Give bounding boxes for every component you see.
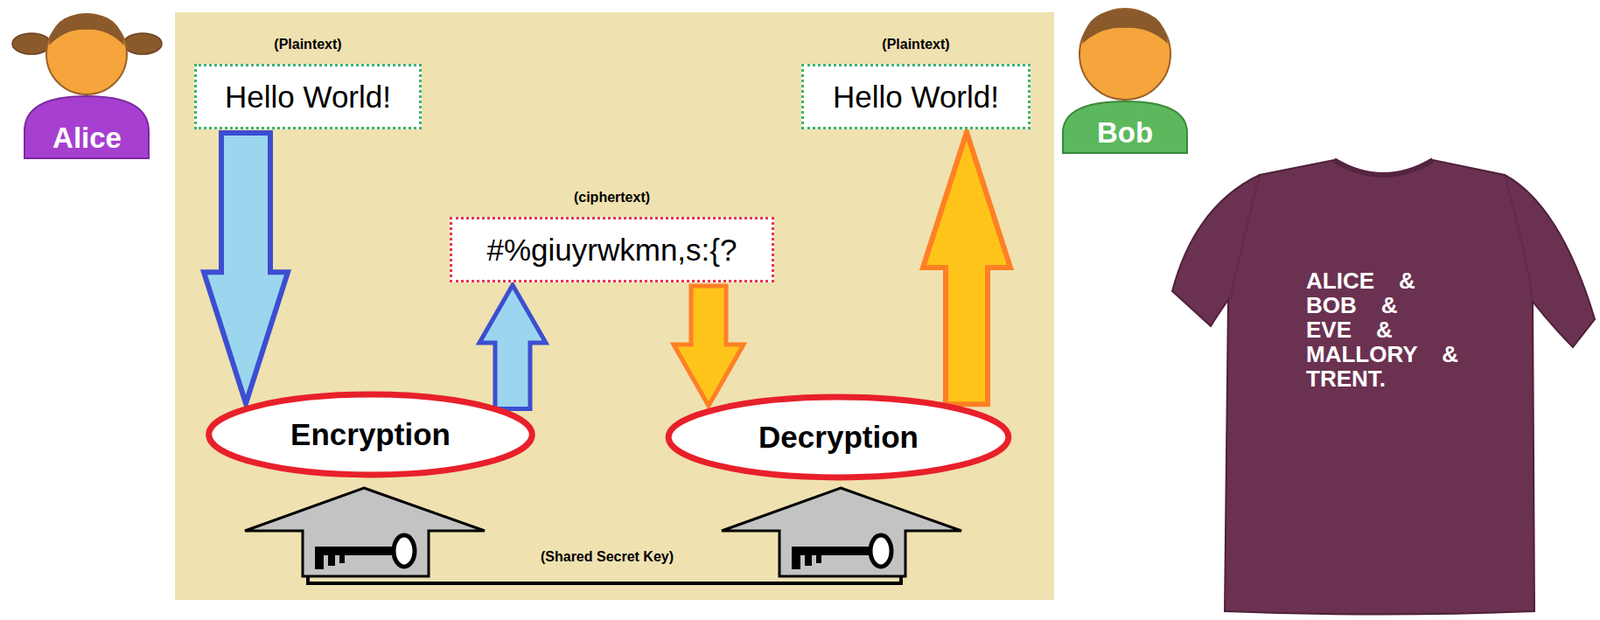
key-tooth [791, 554, 801, 570]
t-shirt: ALICE & BOB & EVE & MALLORY & TRENT. [1168, 153, 1600, 618]
t-shirt-print-holder: ALICE & BOB & EVE & MALLORY & TRENT. [1306, 268, 1464, 392]
key-house [721, 488, 962, 577]
key-shaft [791, 546, 871, 556]
block-arrow [203, 132, 288, 404]
key-bow [393, 535, 415, 567]
key-tooth [804, 554, 812, 566]
avatar-hair [48, 13, 125, 46]
key-bow [870, 535, 892, 567]
avatar-body [24, 96, 149, 159]
box-heading-holder: (Plaintext) [751, 36, 1081, 56]
t-shirt-collar [1334, 160, 1433, 175]
pigtail [123, 33, 162, 55]
process-ellipse: Decryption [661, 392, 1016, 483]
avatar: Alice [10, 8, 164, 160]
block-arrow [673, 286, 744, 406]
block-arrow [479, 285, 546, 410]
ciphertext-box: (ciphertext)#%giuyrwkmn,s:{? [449, 216, 775, 283]
ellipse-shape [668, 397, 1009, 478]
box-text: Hello World! [832, 79, 1000, 115]
panel-background [174, 12, 1055, 601]
key-label: (Shared Secret Key) [540, 549, 674, 565]
box-text: Hello World! [224, 79, 392, 115]
avatar-name: Bob [1096, 116, 1153, 149]
avatar-label-holder: Bob [1061, 113, 1189, 153]
key-tooth [314, 554, 324, 570]
avatar: Bob [1061, 3, 1189, 154]
process-label: Decryption [758, 419, 919, 455]
box-text: #%giuyrwkmn,s:{? [487, 232, 738, 268]
ellipse-shape [209, 394, 533, 476]
ellipse-text-holder: Encryption [202, 390, 539, 480]
avatar-hair [1082, 9, 1168, 44]
avatar-head [46, 13, 127, 95]
block-arrow [922, 132, 1011, 405]
avatar-name: Alice [52, 121, 122, 154]
avatar-label-holder: Alice [10, 118, 164, 158]
plaintext-box: (Plaintext)Hello World! [801, 63, 1031, 130]
box-heading: (Plaintext) [273, 36, 342, 52]
process-label: Encryption [290, 417, 451, 453]
box-heading-holder: (Plaintext) [144, 36, 472, 56]
house-arrow [244, 488, 485, 577]
ellipse-text-holder: Decryption [661, 392, 1016, 483]
t-shirt-body [1172, 160, 1595, 615]
pigtail [12, 33, 51, 55]
box-heading: (ciphertext) [573, 189, 650, 205]
key-tooth [328, 554, 336, 566]
avatar-head [1079, 8, 1171, 100]
key-shaft [314, 546, 394, 556]
house-arrow [721, 488, 962, 577]
process-ellipse: Encryption [202, 390, 539, 480]
avatar-body [1062, 101, 1188, 154]
free-label-holder: (Shared Secret Key) [519, 549, 695, 566]
plaintext-box: (Plaintext)Hello World! [194, 63, 422, 130]
key-house [244, 488, 485, 577]
key-tooth [816, 554, 822, 564]
box-heading: (Plaintext) [881, 36, 950, 52]
t-shirt-print: ALICE & BOB & EVE & MALLORY & TRENT. [1306, 267, 1459, 392]
box-heading-holder: (ciphertext) [399, 189, 825, 210]
key-tooth [339, 554, 345, 564]
